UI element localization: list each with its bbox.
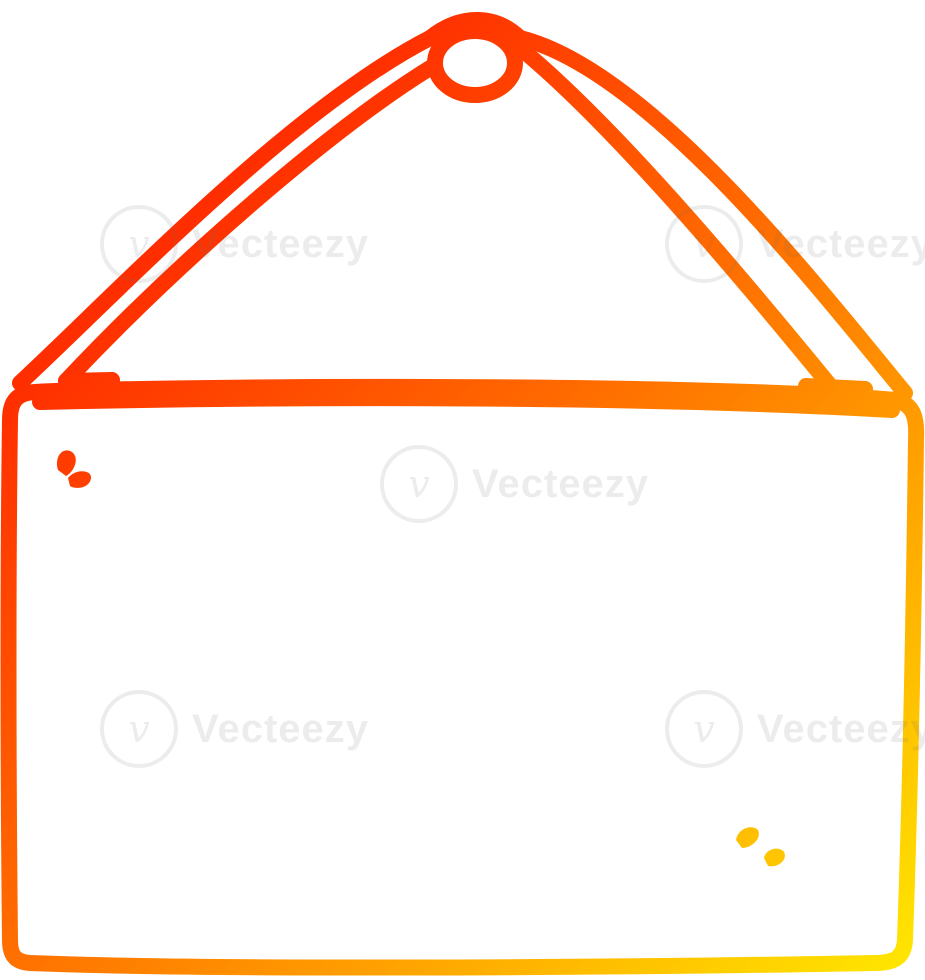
shine-mark-bottom-right bbox=[736, 827, 759, 848]
board-rim bbox=[32, 390, 900, 418]
string-arch bbox=[422, 12, 528, 46]
right-string-inner bbox=[512, 40, 840, 396]
left-string-cap bbox=[58, 372, 120, 389]
right-string-outer bbox=[512, 30, 913, 401]
shine-mark-bottom-right-2 bbox=[764, 848, 785, 867]
shine-mark-top-left-2 bbox=[68, 471, 92, 488]
board-outline bbox=[0, 378, 925, 976]
nail-icon bbox=[427, 23, 523, 103]
right-string-cap bbox=[798, 378, 873, 397]
shine-mark-top-left bbox=[56, 450, 76, 476]
left-string-outer bbox=[12, 30, 438, 391]
left-string-inner bbox=[58, 60, 438, 389]
